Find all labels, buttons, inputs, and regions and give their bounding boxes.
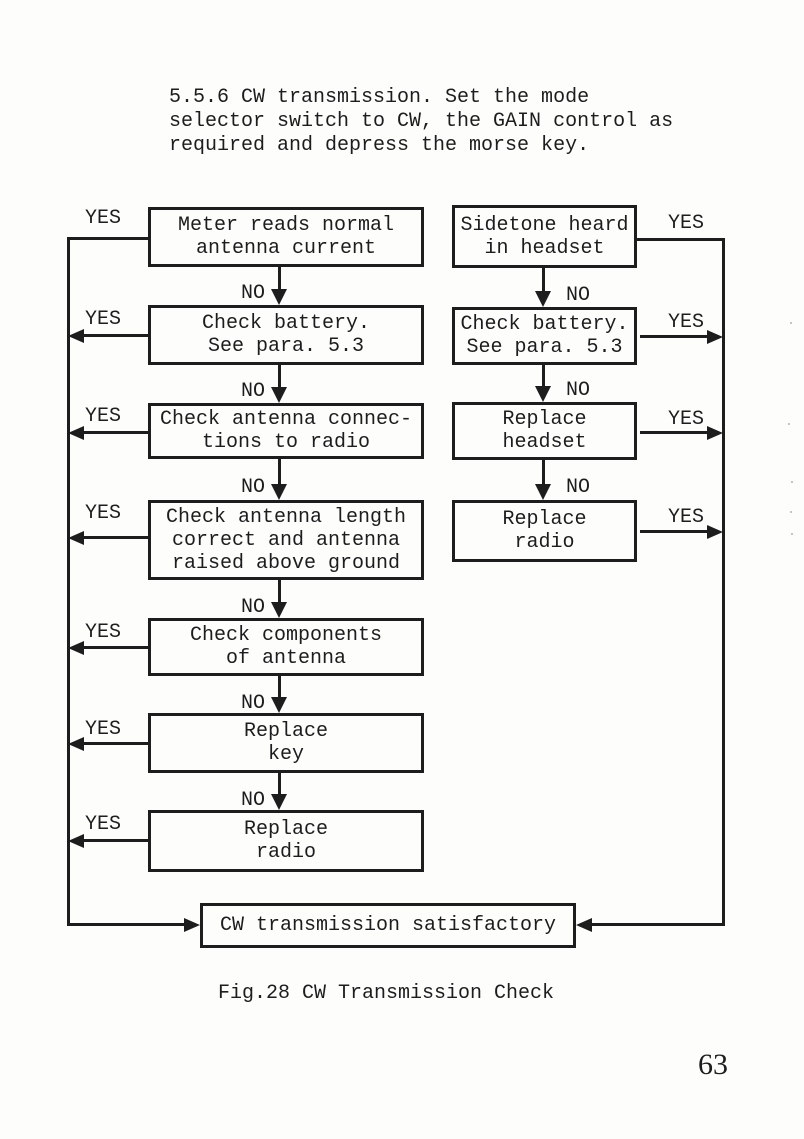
yes-connector-line [84, 646, 148, 649]
yes-arrowhead-left-icon [68, 329, 84, 343]
scan-speck [790, 511, 792, 513]
intro-paragraph: 5.5.6 CW transmission. Set the mode sele… [169, 86, 674, 157]
no-connector-line [278, 580, 281, 602]
yes-label: YES [85, 621, 122, 644]
no-connector-line [278, 459, 281, 484]
flow-box-replace-radio-left: Replace radio [148, 810, 424, 872]
no-label: NO [241, 789, 266, 812]
no-arrowhead-down-icon [535, 291, 551, 307]
flow-box-text: Replace radio [502, 508, 587, 554]
flow-box-text: Replace radio [243, 818, 328, 864]
yes-arrowhead-right-icon [707, 426, 723, 440]
yes-label: YES [85, 718, 122, 741]
yes-connector-line [84, 431, 148, 434]
yes-connector-line [640, 335, 707, 338]
yes-label: YES [85, 405, 122, 428]
flow-box-replace-radio-right: Replace radio [452, 500, 637, 562]
no-connector-line [278, 676, 281, 697]
yes-arrowhead-left-icon [68, 737, 84, 751]
yes-arrowhead-right-icon [184, 918, 200, 932]
no-label: NO [566, 476, 591, 499]
yes-arrowhead-right-icon [707, 525, 723, 539]
yes-label: YES [85, 813, 122, 836]
right-return-line [722, 238, 725, 926]
no-arrowhead-down-icon [271, 387, 287, 403]
yes-label: YES [668, 506, 705, 529]
flow-box-check-battery-left: Check battery. See para. 5.3 [148, 305, 424, 365]
yes-label: YES [85, 502, 122, 525]
yes-arrowhead-left-icon [68, 531, 84, 545]
yes-connector-line [84, 839, 148, 842]
no-label: NO [241, 282, 266, 305]
yes-connector-line [84, 536, 148, 539]
no-arrowhead-down-icon [271, 794, 287, 810]
no-arrowhead-down-icon [535, 484, 551, 500]
left-return-line [67, 237, 70, 926]
yes-arrowhead-left-icon [68, 641, 84, 655]
flow-box-sidetone-heard: Sidetone heard in headset [452, 205, 637, 268]
yes-connector-line [637, 238, 725, 241]
no-label: NO [241, 596, 266, 619]
no-connector-line [278, 773, 281, 794]
yes-arrowhead-left-icon [68, 834, 84, 848]
no-arrowhead-down-icon [271, 697, 287, 713]
yes-label: YES [668, 212, 705, 235]
no-label: NO [241, 692, 266, 715]
flow-box-check-antenna-connections: Check antenna connec- tions to radio [148, 403, 424, 459]
yes-label: YES [85, 207, 122, 230]
flow-box-text: CW transmission satisfactory [219, 914, 557, 937]
no-connector-line [542, 460, 545, 484]
flow-box-replace-key: Replace key [148, 713, 424, 773]
flow-box-text: Meter reads normal antenna current [177, 214, 395, 260]
no-connector-line [542, 268, 545, 291]
flow-box-meter-reads-normal: Meter reads normal antenna current [148, 207, 424, 267]
page-number: 63 [698, 1048, 728, 1081]
yes-connector-line [640, 530, 707, 533]
flow-box-text: Check battery. See para. 5.3 [460, 313, 629, 359]
flow-box-result: CW transmission satisfactory [200, 903, 576, 948]
flow-box-check-components: Check components of antenna [148, 618, 424, 676]
flow-box-check-antenna-length: Check antenna length correct and antenna… [148, 500, 424, 580]
yes-connector-line [84, 742, 148, 745]
flow-box-text: Check antenna connec- tions to radio [159, 408, 413, 454]
no-label: NO [241, 476, 266, 499]
yes-label: YES [668, 311, 705, 334]
flow-box-text: Replace key [243, 720, 328, 766]
no-connector-line [542, 365, 545, 386]
scan-speck [791, 481, 793, 483]
no-label: NO [566, 379, 591, 402]
yes-connector-line [591, 923, 725, 926]
yes-arrowhead-left-icon [576, 918, 592, 932]
yes-connector-line [67, 923, 185, 926]
flow-box-text: Check components of antenna [189, 624, 383, 670]
scan-speck [788, 423, 790, 425]
no-connector-line [278, 267, 281, 289]
yes-label: YES [668, 408, 705, 431]
flow-box-replace-headset: Replace headset [452, 402, 637, 460]
flow-box-text: Replace headset [502, 408, 587, 454]
yes-connector-line [640, 431, 707, 434]
yes-arrowhead-left-icon [68, 426, 84, 440]
no-connector-line [278, 365, 281, 387]
no-arrowhead-down-icon [271, 289, 287, 305]
no-arrowhead-down-icon [535, 386, 551, 402]
flow-box-text: Check battery. See para. 5.3 [201, 312, 371, 358]
scan-speck [791, 533, 793, 535]
flow-box-text: Sidetone heard in headset [460, 213, 629, 260]
flow-box-text: Check antenna length correct and antenna… [165, 505, 407, 575]
no-label: NO [566, 284, 591, 307]
no-arrowhead-down-icon [271, 484, 287, 500]
yes-label: YES [85, 308, 122, 331]
no-label: NO [241, 380, 266, 403]
figure-caption: Fig.28 CW Transmission Check [218, 982, 555, 1005]
yes-connector-line [84, 334, 148, 337]
yes-connector-line [67, 237, 148, 240]
no-arrowhead-down-icon [271, 602, 287, 618]
flow-box-check-battery-right: Check battery. See para. 5.3 [452, 307, 637, 365]
yes-arrowhead-right-icon [707, 330, 723, 344]
scan-speck [790, 322, 792, 324]
